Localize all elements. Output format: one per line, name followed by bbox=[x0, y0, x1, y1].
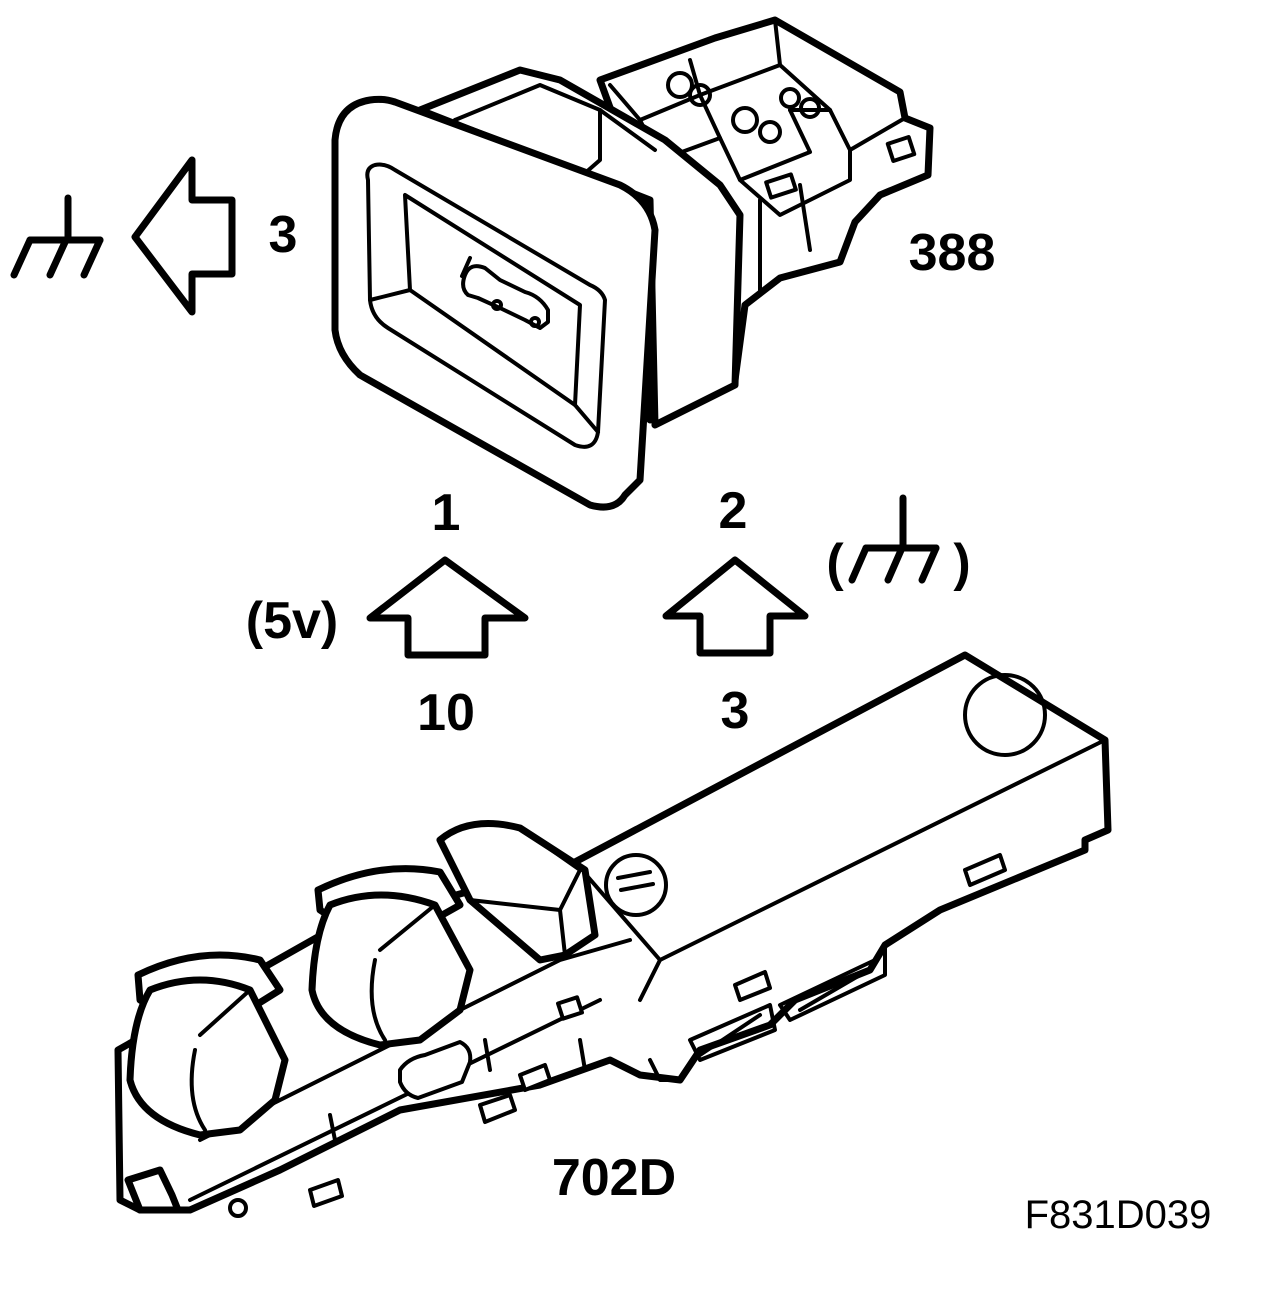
pin-3-label: 3 bbox=[721, 682, 750, 740]
pin-10-label: 10 bbox=[417, 684, 475, 742]
switch-part-number: 388 bbox=[909, 224, 996, 282]
pin-2-label: 2 bbox=[719, 482, 748, 540]
up-arrow-icon bbox=[366, 556, 529, 659]
ground-symbol-icon bbox=[10, 194, 104, 279]
up-arrow-icon bbox=[662, 556, 809, 657]
window-switch-module-702D bbox=[114, 651, 1112, 1218]
module-part-number: 702D bbox=[552, 1149, 676, 1207]
left-arrow-icon bbox=[131, 156, 236, 316]
figure-reference: F831D039 bbox=[1025, 1193, 1212, 1237]
screw-icon bbox=[604, 853, 668, 917]
ground-pin-label: 3 bbox=[269, 206, 298, 264]
pin-1-label: 1 bbox=[432, 484, 461, 542]
ground-symbol-icon bbox=[848, 494, 940, 584]
paren-close: ) bbox=[953, 534, 970, 592]
trunk-switch-388 bbox=[331, 16, 934, 511]
voltage-label: (5v) bbox=[246, 592, 338, 650]
car-trunk-icon bbox=[461, 264, 550, 330]
paren-open: ( bbox=[826, 534, 844, 592]
